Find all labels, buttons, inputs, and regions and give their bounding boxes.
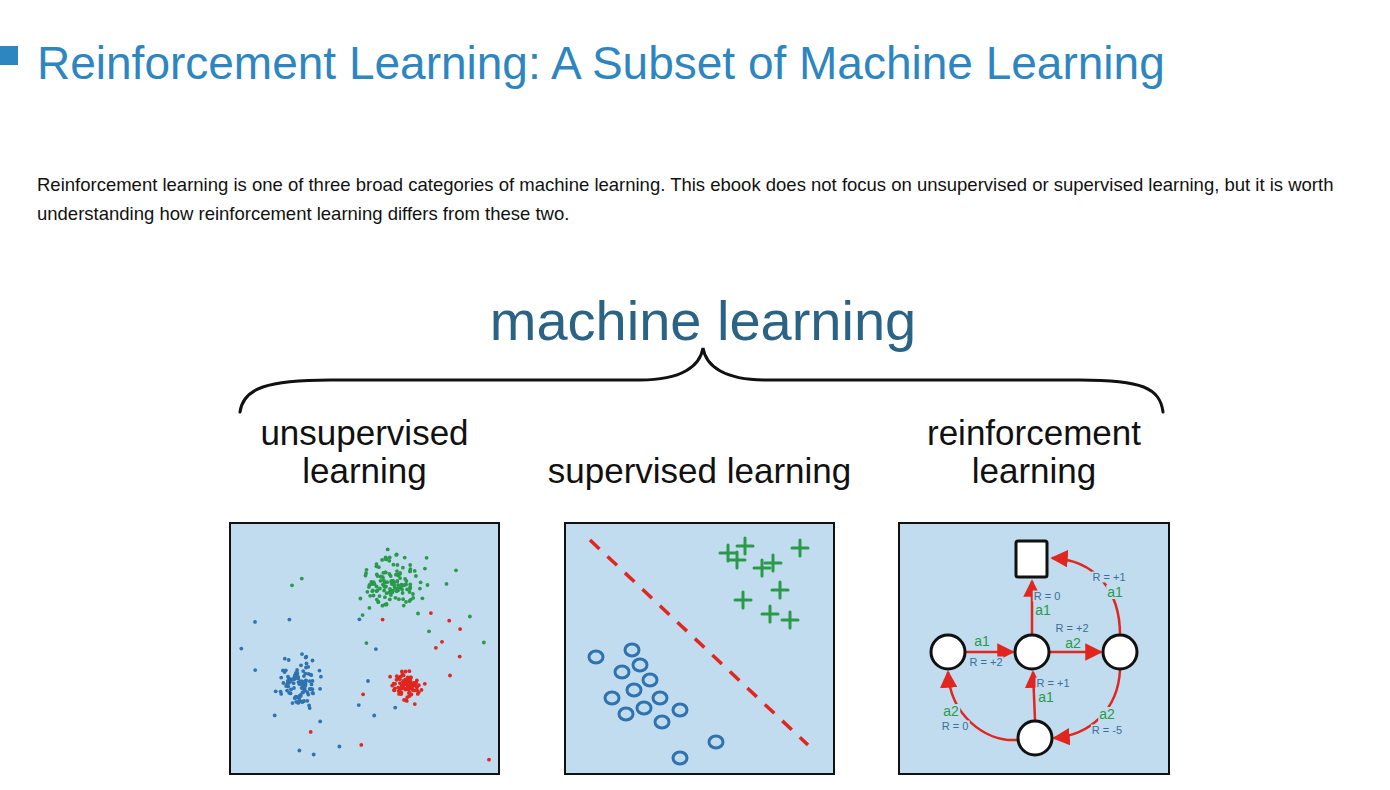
page-title: Reinforcement Learning: A Subset of Mach…	[37, 36, 1165, 90]
transition-label: a2	[1098, 707, 1116, 721]
panel-ground	[229, 522, 500, 775]
cluster-dots	[239, 548, 490, 762]
category-panel: reinforcement learning	[898, 522, 1170, 775]
title-bullet	[0, 46, 18, 65]
transition-label: a1	[1106, 585, 1124, 599]
panel-ground	[564, 522, 835, 775]
plus-points	[720, 538, 808, 628]
transition-label: R = +1	[1091, 572, 1126, 583]
transition-label: R = +1	[1035, 678, 1070, 689]
transition-label: R = +2	[1054, 623, 1089, 634]
transition-label: R = +2	[968, 657, 1003, 668]
decision-boundary	[590, 540, 808, 745]
transition-label: R = 0	[941, 721, 970, 732]
transition-label: R = 0	[1033, 591, 1062, 602]
category-panel: unsupervised learning	[229, 522, 500, 775]
transition-label: a1	[973, 634, 991, 648]
transition-label: a1	[1037, 690, 1055, 704]
panel-ground	[898, 522, 1170, 775]
state-nodes	[931, 541, 1137, 755]
group-title: machine learning	[490, 288, 916, 353]
category-heading: supervised learning	[536, 452, 863, 490]
brace	[240, 348, 1163, 412]
intro-paragraph: Reinforcement learning is one of three b…	[37, 170, 1385, 228]
transition-label: a2	[942, 704, 960, 718]
state-transitions	[948, 558, 1120, 740]
circle-points	[589, 644, 723, 764]
transition-label: a2	[1064, 636, 1082, 650]
transition-label: R = -5	[1091, 725, 1123, 736]
category-panel: supervised learning	[564, 522, 835, 775]
transition-label: a1	[1034, 603, 1052, 617]
category-heading: reinforcement learning	[870, 414, 1198, 490]
category-heading: unsupervised learning	[201, 414, 528, 490]
